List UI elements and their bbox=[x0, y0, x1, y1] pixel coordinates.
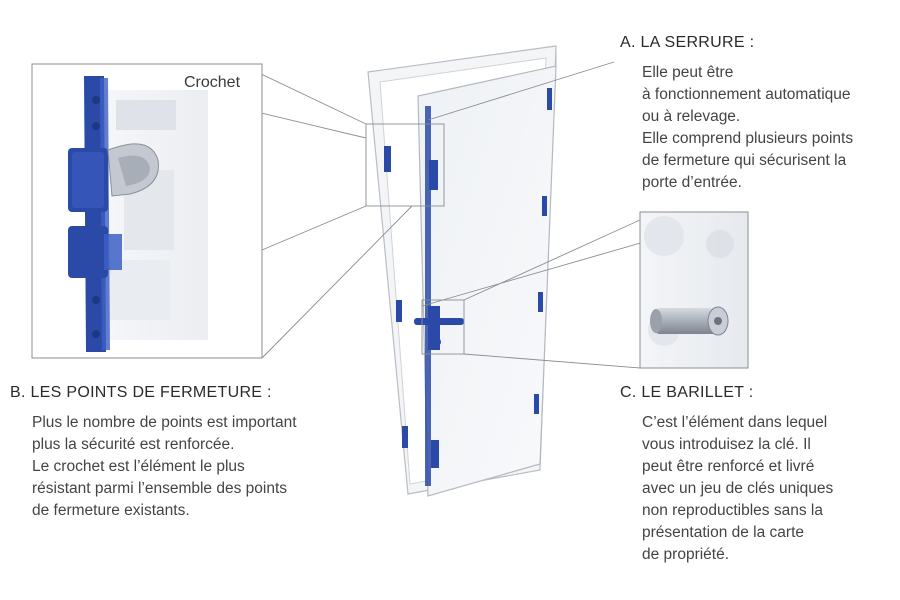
cylinder-body bbox=[654, 308, 718, 334]
caption-line: de propriété. bbox=[642, 546, 730, 563]
hinge bbox=[547, 88, 552, 110]
hinge bbox=[542, 196, 547, 216]
caption-line: ou à relevage. bbox=[642, 108, 741, 125]
caption-line: porte d’entrée. bbox=[642, 174, 742, 191]
caption-line: C’est l’élément dans lequel bbox=[642, 414, 828, 431]
caption-line: Le crochet est l’élément le plus bbox=[32, 458, 245, 475]
frame-keep bbox=[396, 300, 402, 322]
caption-line: résistant parmi l’ensemble des points bbox=[32, 480, 288, 497]
hinge bbox=[534, 394, 539, 414]
caption-line: avec un jeu de clés uniques bbox=[642, 480, 834, 497]
zoom-panel-barillet bbox=[639, 211, 749, 369]
lock-rail bbox=[425, 106, 431, 486]
caption-line: vous introduisez la clé. Il bbox=[642, 436, 811, 453]
caption-line: présentation de la carte bbox=[642, 524, 804, 541]
frame-keep bbox=[384, 146, 391, 172]
highlight-box-points bbox=[365, 123, 445, 207]
zoom-panel-points bbox=[31, 63, 263, 359]
lock-point bbox=[431, 440, 439, 468]
caption-line: peut être renforcé et livré bbox=[642, 458, 815, 475]
frame-keep bbox=[402, 426, 408, 448]
caption-points-de-fermeture: B. LES POINTS DE FERMETURE : Plus le nom… bbox=[10, 384, 297, 522]
caption-line: plus la sécurité est renforcée. bbox=[32, 436, 235, 453]
door-handle bbox=[414, 318, 464, 325]
caption-serrure: A. LA SERRURE : Elle peut être à fonctio… bbox=[620, 34, 853, 194]
caption-line: non reproductibles sans la bbox=[642, 502, 823, 519]
lock-point bbox=[429, 160, 438, 190]
caption-line: Elle comprend plusieurs points bbox=[642, 130, 854, 147]
caption-line: Elle peut être bbox=[642, 64, 734, 81]
caption-line: de fermeture qui sécurisent la bbox=[642, 152, 847, 169]
zoom-lower-block bbox=[68, 226, 108, 278]
caption-barillet-title: C. LE BARILLET : bbox=[620, 384, 754, 401]
cylinder-spot bbox=[433, 338, 441, 346]
caption-barillet: C. LE BARILLET : C’est l’élément dans le… bbox=[620, 384, 833, 566]
door-leaf bbox=[417, 65, 557, 497]
caption-line: Plus le nombre de points est important bbox=[32, 414, 297, 431]
caption-points-title: B. LES POINTS DE FERMETURE : bbox=[10, 384, 272, 401]
caption-line: à fonctionnement automatique bbox=[642, 86, 851, 103]
door bbox=[367, 45, 557, 497]
hinge bbox=[538, 292, 543, 312]
caption-serrure-title: A. LA SERRURE : bbox=[620, 34, 755, 51]
crochet-callout-label: Crochet bbox=[184, 74, 241, 91]
caption-line: de fermeture existants. bbox=[32, 502, 190, 519]
